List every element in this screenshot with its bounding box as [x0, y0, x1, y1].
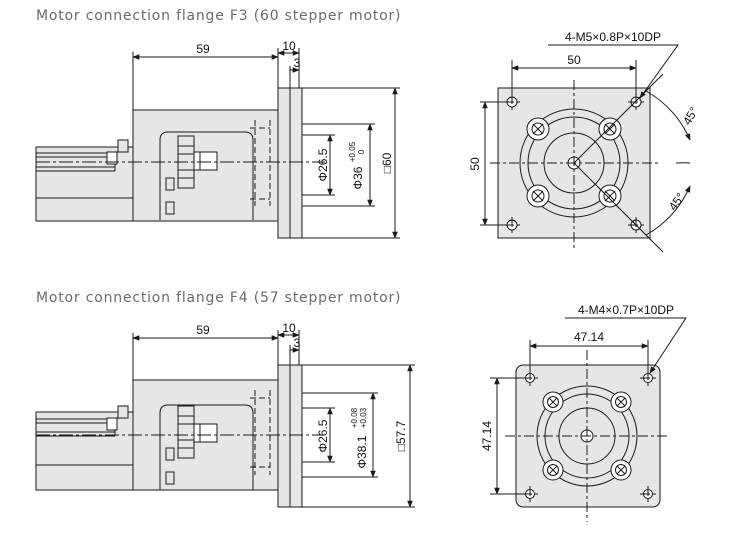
f3-hole-spec: 4-M5×0.8P×10DP	[565, 30, 661, 44]
f3-front-view	[480, 44, 691, 253]
f3-pitch-v: 50	[468, 157, 482, 171]
f3-dim-spigot: Φ36	[351, 166, 365, 189]
f3-actuator-body	[35, 146, 134, 222]
f3-angle-bottom: 45°	[666, 190, 688, 213]
f3-dim-square: □60	[380, 152, 394, 173]
f3-angle-top: 45°	[680, 104, 701, 127]
f3-counterbore-holes	[526, 117, 622, 208]
f4-tol-lower: +0.03	[359, 407, 368, 428]
f3-title: Motor connection flange F3 (60 stepper m…	[36, 8, 402, 24]
f4-dim-square: □57.7	[394, 420, 408, 451]
f4-dim-flange: 10	[282, 321, 296, 335]
f4-side-view	[35, 330, 415, 508]
f4-pitch-h: 47.14	[574, 330, 604, 344]
f3-pitch-h: 50	[567, 53, 581, 67]
f4-hole-spec: 4-M4×0.7P×10DP	[578, 303, 674, 317]
f4-dim-bore: Φ26.5	[316, 419, 330, 452]
f4-front-view	[490, 317, 687, 522]
f4-dim-step: 3	[294, 336, 301, 350]
f4-tol-upper: +0.08	[350, 407, 359, 428]
f3-dim-bore: Φ26.5	[316, 148, 330, 181]
f3-dim-length: 59	[196, 42, 210, 56]
f3-dim-flange: 10	[282, 39, 296, 53]
f4-dim-spigot: Φ38.1	[355, 435, 369, 468]
f3-side-view	[35, 48, 400, 239]
f4-title: Motor connection flange F4 (57 stepper m…	[36, 290, 402, 306]
f4-pitch-v: 47.14	[480, 421, 494, 451]
f3-tol-upper: +0.05	[348, 141, 357, 162]
f4-coupling	[177, 405, 195, 459]
f4-counterbore-holes	[542, 391, 632, 481]
f3-dim-step: 3	[294, 56, 301, 70]
f3-tol-lower: 0	[357, 149, 366, 154]
f4-actuator-body	[35, 411, 134, 491]
f4-dim-length: 59	[196, 323, 210, 337]
